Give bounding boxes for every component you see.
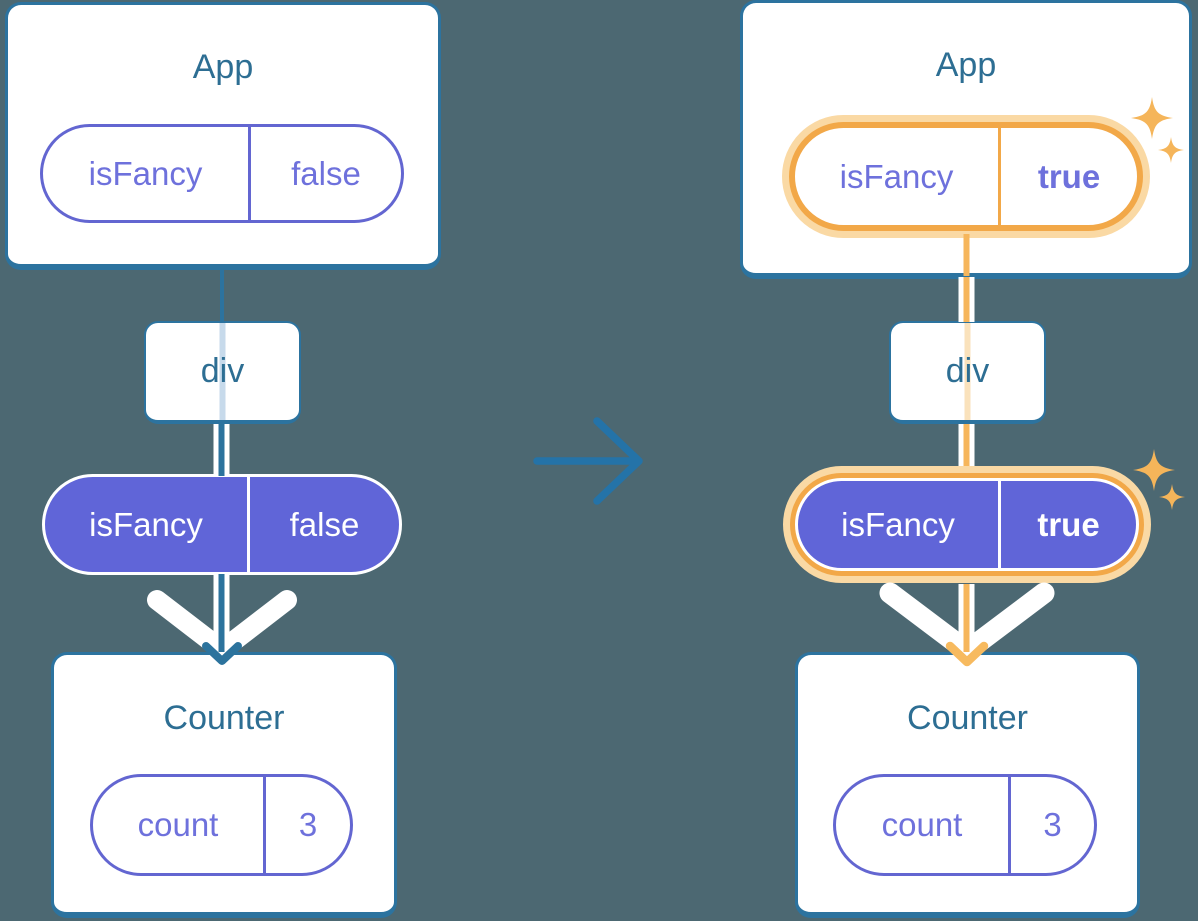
div-label: div bbox=[200, 352, 245, 390]
prop-value: false bbox=[289, 505, 360, 543]
prop-name: isFancy bbox=[795, 128, 1001, 225]
counter-state-pill-before: count 3 bbox=[90, 774, 353, 876]
state-value: 3 bbox=[1043, 806, 1062, 843]
wide-chevron bbox=[147, 590, 297, 660]
counter-title: Counter bbox=[163, 699, 285, 737]
passed-prop-pill-before: isFancy false bbox=[42, 474, 402, 575]
prop-value: true bbox=[1037, 505, 1100, 543]
prop-name: isFancy bbox=[45, 477, 250, 572]
counter-state-pill-after: count 3 bbox=[833, 774, 1097, 876]
prop-name: isFancy bbox=[798, 481, 1001, 568]
counter-title: Counter bbox=[907, 699, 1028, 737]
app-prop-pill-after-highlighted: isFancy true bbox=[789, 122, 1143, 231]
app-card-before: App isFancy false bbox=[5, 2, 441, 270]
sparkles-icon bbox=[1133, 449, 1185, 510]
div-to-pill-line bbox=[213, 424, 230, 476]
div-box-before: div bbox=[144, 321, 301, 424]
pill-to-counter-arrow bbox=[202, 574, 242, 665]
app-to-div-line bbox=[220, 268, 224, 323]
counter-card-before: Counter count 3 bbox=[51, 652, 397, 918]
div-box-after: div bbox=[889, 321, 1046, 424]
div-to-pill-line bbox=[958, 424, 975, 466]
transition-arrow-right-icon bbox=[533, 417, 643, 505]
prop-name: isFancy bbox=[43, 127, 251, 220]
state-name: count bbox=[93, 777, 266, 873]
div-label: div bbox=[945, 352, 990, 390]
app-prop-pill-before: isFancy false bbox=[40, 124, 404, 223]
state-value: 3 bbox=[298, 806, 318, 843]
app-card-after: App isFancy true bbox=[740, 0, 1192, 279]
wide-chevron bbox=[879, 582, 1055, 662]
passed-prop-pill-after-highlighted: isFancy true bbox=[795, 478, 1139, 571]
prop-value: true bbox=[1037, 157, 1101, 195]
counter-card-after: Counter count 3 bbox=[795, 652, 1140, 918]
app-title: App bbox=[935, 46, 997, 84]
prop-value: false bbox=[291, 154, 361, 192]
app-to-div-line bbox=[958, 277, 975, 322]
state-name: count bbox=[836, 777, 1011, 873]
pill-to-counter-arrow bbox=[945, 584, 989, 667]
app-title: App bbox=[192, 48, 254, 86]
